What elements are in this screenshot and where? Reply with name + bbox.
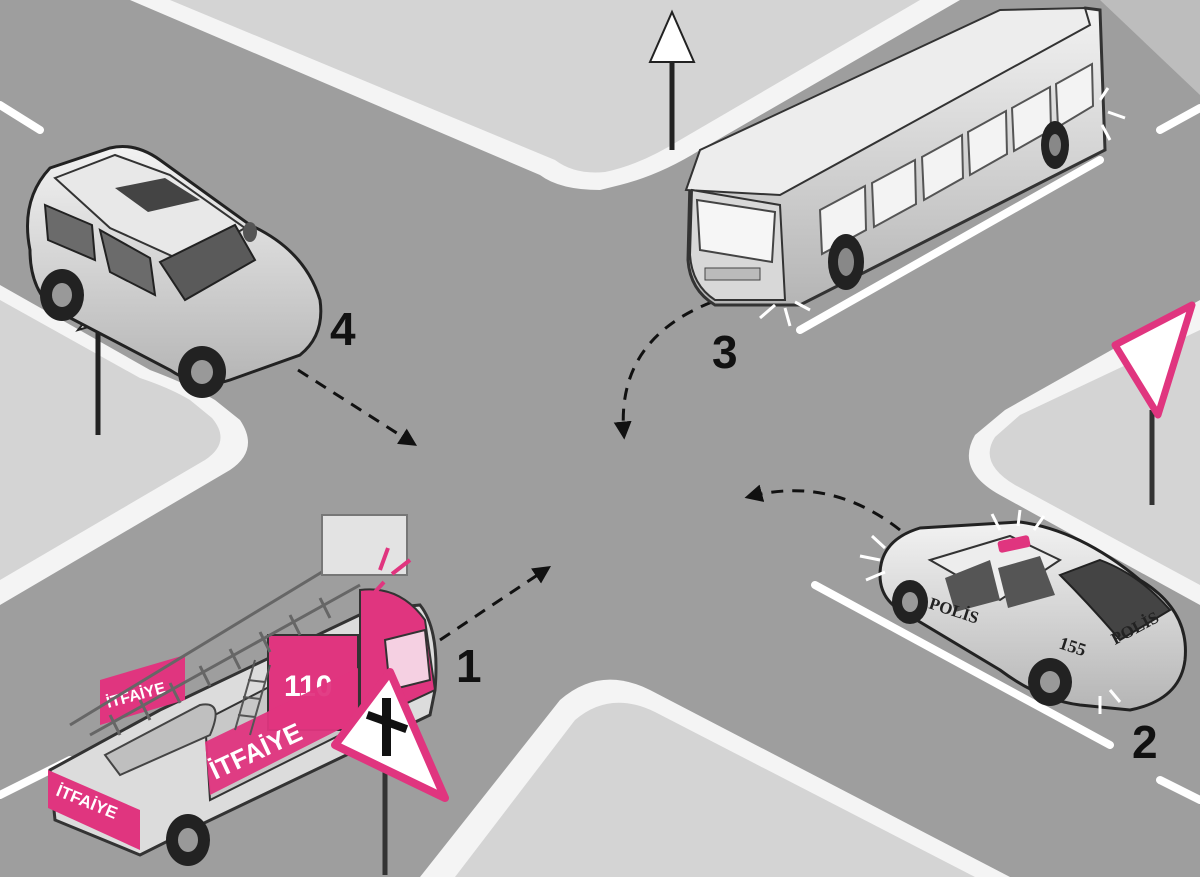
police-car: POLİS 155 POLİS: [878, 520, 1187, 712]
fire-truck-label: 1: [456, 640, 482, 692]
priority-road-sign: [331, 668, 449, 875]
flash-lines: [759, 87, 1126, 714]
bus-label: 3: [712, 326, 738, 378]
bus: [684, 6, 1107, 307]
police-car-label: 2: [1132, 716, 1158, 768]
crossroad-icon: [365, 698, 409, 756]
sidewalk-left: [0, 285, 248, 605]
fire-truck: 110 İTFAİYE İTFAİYE İTFAİYE: [48, 514, 438, 866]
lane-markings: [0, 101, 1200, 804]
path-suv: [297, 368, 418, 446]
suv-label: 4: [330, 303, 356, 355]
fire-ladder: [69, 553, 361, 737]
sidewalk-top-center: [130, 0, 960, 190]
yield-sign: [1111, 301, 1196, 505]
up-arrow-top: [648, 9, 696, 150]
suv: [26, 145, 323, 398]
siren-light: [997, 535, 1031, 553]
sidewalk-bottom: [420, 679, 1010, 877]
path-bus: [613, 300, 713, 440]
path-fire-truck: [439, 566, 551, 642]
top-right-building-corner: [1100, 0, 1200, 95]
